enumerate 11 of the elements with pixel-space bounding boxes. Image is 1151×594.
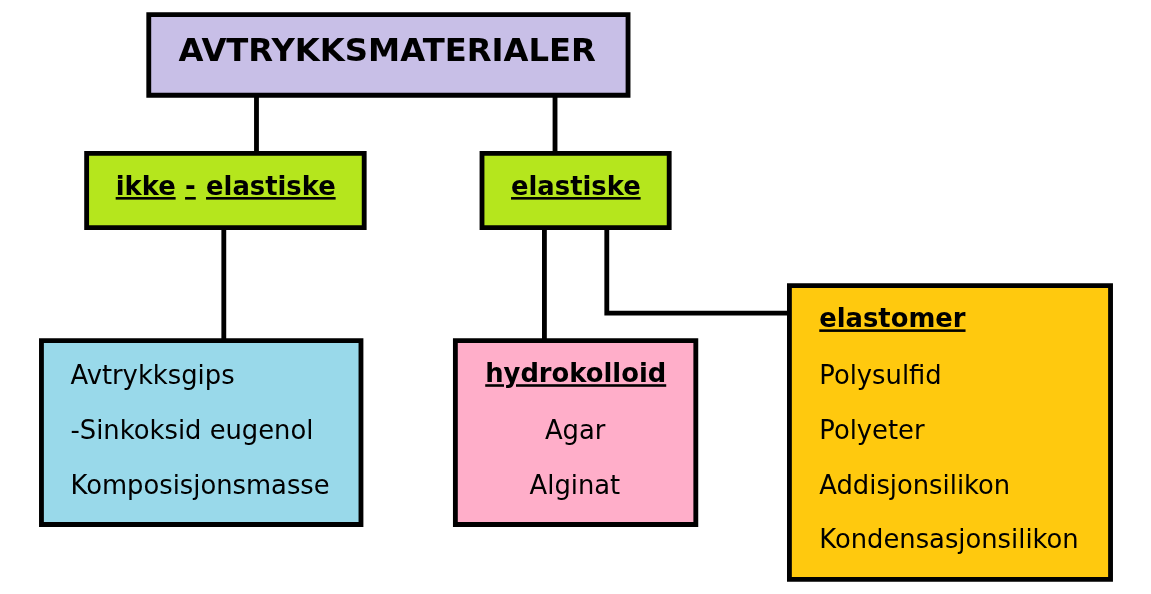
connector <box>603 227 789 316</box>
node-box: hydrokolloid Agar Alginat <box>452 338 698 527</box>
node-box: Avtrykksgips -Sinkoksid eugenol Komposisjonsmasse <box>38 338 363 527</box>
node-box: AVTRYKKSMATERIALER <box>145 12 630 98</box>
connector <box>253 95 259 154</box>
node-box: elastomer Polysulfid Polyeter Addisjonsilikon Kondensasjonsilikon <box>786 283 1113 582</box>
connector <box>552 95 557 154</box>
connector <box>541 227 547 341</box>
node-box: elastiske <box>479 150 672 231</box>
connector <box>220 227 226 341</box>
node-box: ikke - elastiske <box>83 150 367 231</box>
